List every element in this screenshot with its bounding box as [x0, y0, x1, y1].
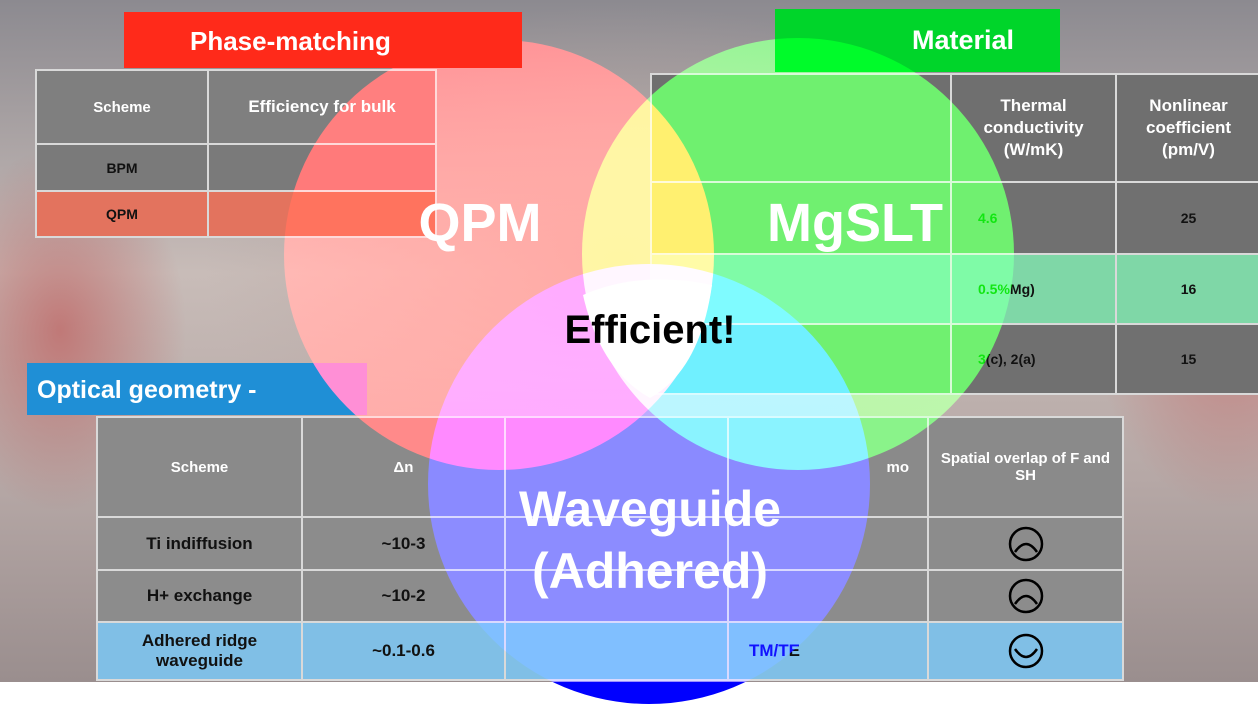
- venn-center-label: Efficient!: [564, 308, 736, 352]
- geo-row3-dn: ~0.1-0.6: [301, 621, 506, 681]
- geo-row3-scheme: Adhered ridge waveguide: [96, 621, 303, 681]
- geo-row1-overlap: [927, 516, 1124, 571]
- mat-row3-coeff: 15: [1115, 323, 1258, 395]
- smile-face-icon: [1008, 633, 1043, 669]
- header-scheme: Scheme: [35, 69, 209, 145]
- optical-geometry-banner: Optical geometry -: [27, 363, 367, 415]
- row-bpm-scheme: BPM: [35, 143, 209, 192]
- row-qpm-scheme: QPM: [35, 190, 209, 238]
- header-overlap: Spatial overlap of F and SH: [927, 416, 1124, 518]
- geo-row2-scheme: H+ exchange: [96, 569, 303, 623]
- mat-row1-coeff: 25: [1115, 181, 1258, 255]
- header-scheme: Scheme: [96, 416, 303, 518]
- frown-face-icon: [1008, 578, 1043, 614]
- mat-row2-coeff: 16: [1115, 253, 1258, 325]
- header-nonlinear: Nonlinear coefficient (pm/V): [1115, 73, 1258, 183]
- geo-row3-overlap: [927, 621, 1124, 681]
- venn-center-overlap: [0, 0, 1258, 682]
- mat-row3-thermal: 3(c), 2(a): [950, 323, 1117, 395]
- venn-red-label: QPM: [418, 193, 542, 253]
- venn-blue-label: Waveguide (Adhered): [518, 481, 782, 599]
- geo-row1-scheme: Ti indiffusion: [96, 516, 303, 571]
- frown-face-icon: [1008, 526, 1043, 561]
- venn-green-label: MgSLT: [767, 193, 943, 253]
- geo-row2-overlap: [927, 569, 1124, 623]
